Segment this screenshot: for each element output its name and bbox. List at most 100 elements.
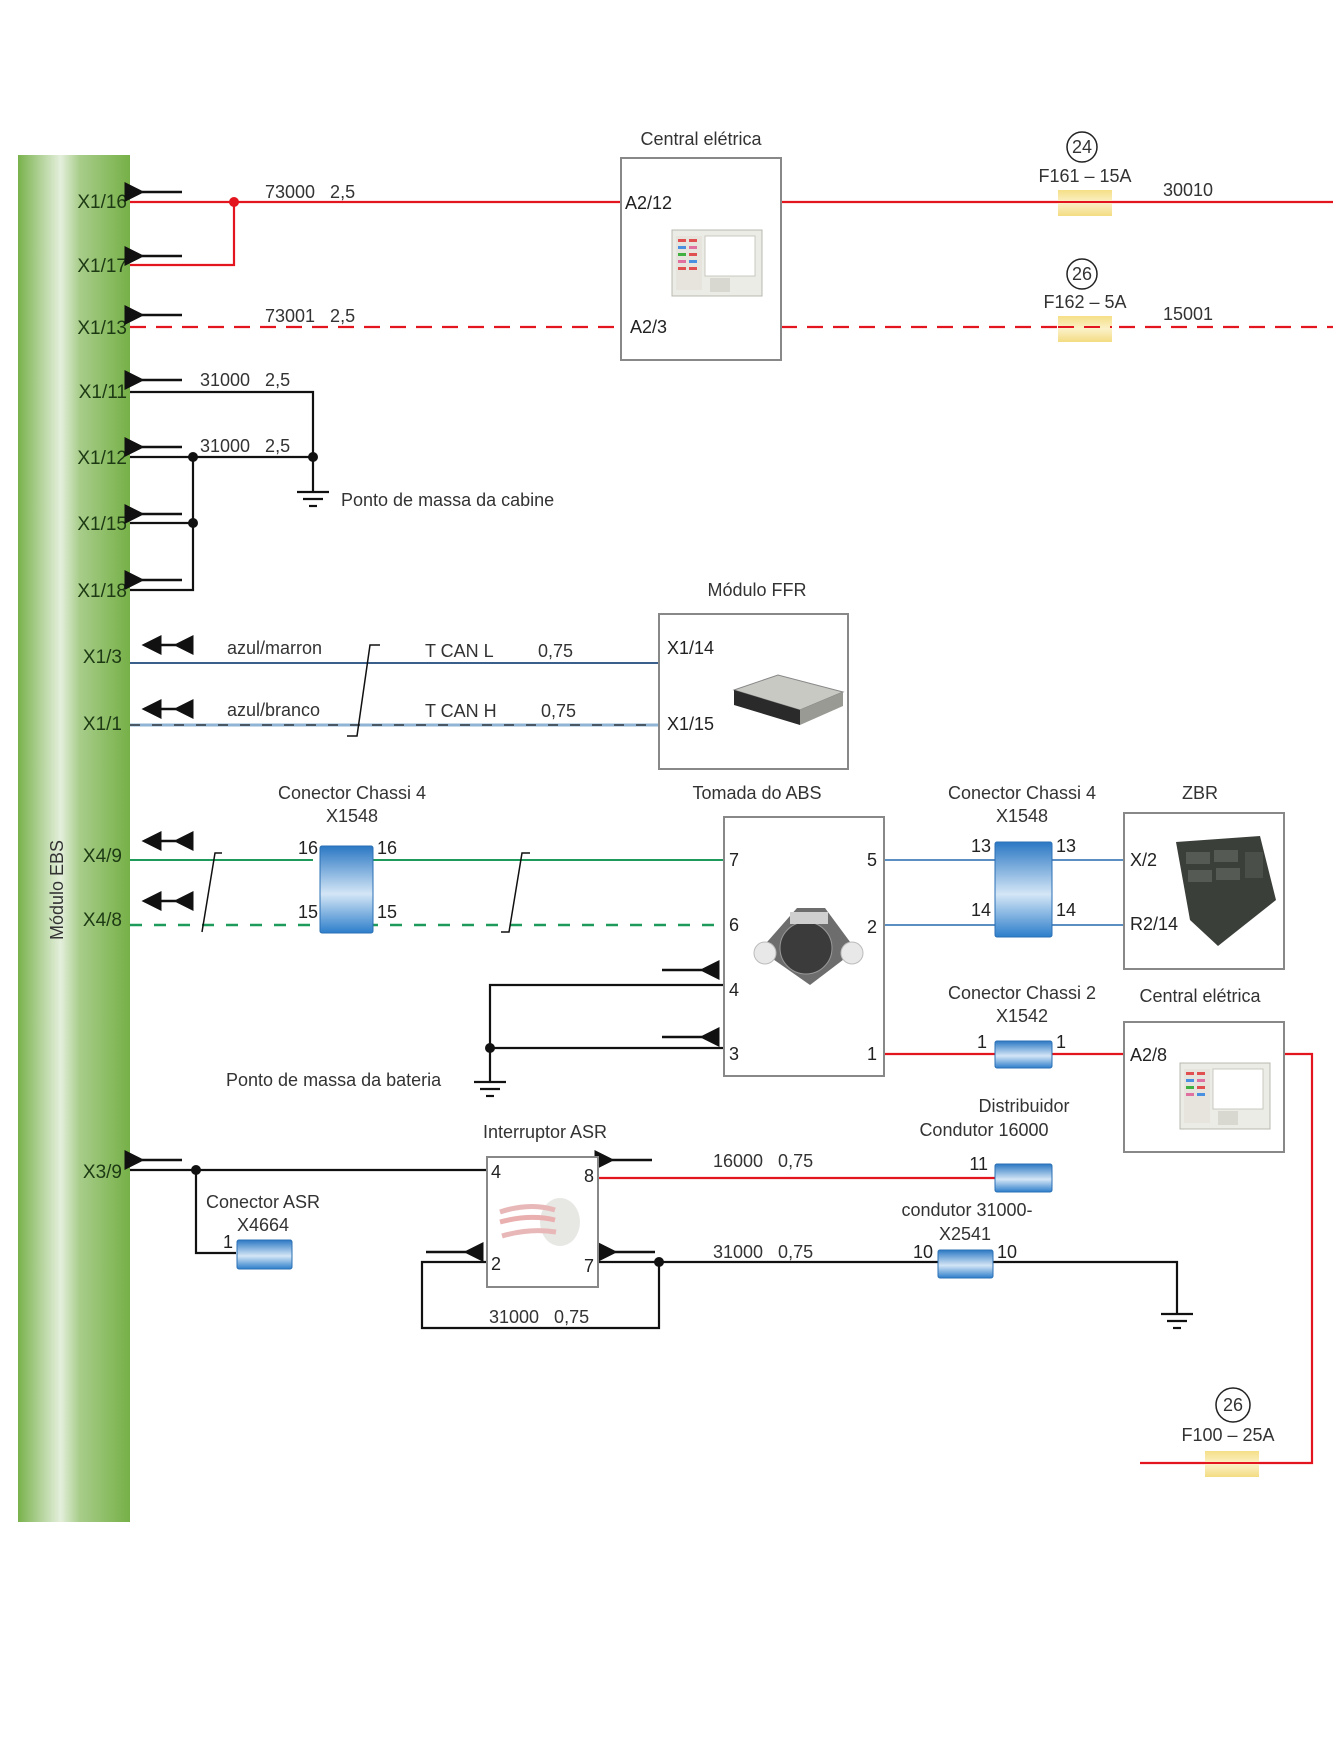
central-eletrica-title: Central elétrica	[1139, 986, 1261, 1006]
ground-label-cabine: Ponto de massa da cabine	[341, 490, 554, 510]
fuse-label: F162 – 5A	[1043, 292, 1126, 312]
junction-dots	[188, 452, 664, 1267]
wire-labels: 73000 2,5 73001 2,5 31000 2,5 31000 2,5 …	[200, 180, 1213, 1327]
fuse-f161[interactable]: 24 F161 – 15A	[1038, 131, 1132, 216]
wire-label-31000-loop: 31000 0,75	[489, 1307, 589, 1327]
wire-label-can-l: T CAN L	[425, 641, 494, 661]
connector-icon	[994, 841, 1053, 938]
pin-x1-15: X1/15	[77, 514, 127, 535]
conn-pin-in: 13	[971, 836, 991, 856]
tomada-pin-6: 6	[729, 915, 739, 935]
ground-label-bateria: Ponto de massa da bateria	[226, 1070, 442, 1090]
twisted-pair-mark	[347, 644, 380, 737]
conn-asr-code: X4664	[237, 1215, 289, 1235]
abs-socket-image-icon	[753, 908, 864, 985]
ffr-module-image-icon	[732, 674, 845, 725]
asr-switch-image-icon	[499, 1198, 580, 1246]
conn-pin: 11	[969, 1154, 988, 1174]
wire-label-azul-branco: azul/branco	[227, 700, 320, 720]
ffr-title: Módulo FFR	[707, 580, 806, 600]
fuse-label: F161 – 15A	[1038, 166, 1131, 186]
pin-a2-8: A2/8	[1130, 1045, 1167, 1065]
fuse-ref-number: 24	[1072, 137, 1092, 157]
asr-pin-7: 7	[584, 1256, 594, 1276]
conn-title: Conector Chassi 4	[278, 783, 426, 803]
wire-conn-asr	[194, 1170, 236, 1255]
wire-label-31000-c: 31000 0,75	[713, 1242, 813, 1262]
central-eletrica-bottom[interactable]: Central elétrica A2/8	[1123, 986, 1285, 1153]
wire-label-can-l-size: 0,75	[538, 641, 573, 661]
fuse-f100[interactable]: 26 F100 – 25A	[1181, 1387, 1275, 1477]
interruptor-asr[interactable]: Interruptor ASR 4 8 2 7	[483, 1122, 607, 1288]
tomada-pin-7: 7	[729, 850, 739, 870]
fuse-box-image-icon	[671, 229, 763, 297]
pin-a2-12: A2/12	[625, 193, 672, 213]
conn-pin-in: 15	[298, 902, 318, 922]
wire-x1-15-18-bus	[130, 457, 195, 592]
wire-label-can-h-size: 0,75	[541, 701, 576, 721]
conn-pin-in: 1	[977, 1032, 987, 1052]
pin-x1-14: X1/14	[667, 638, 714, 658]
power-wires	[130, 200, 1333, 1465]
conn-pin-out: 16	[377, 838, 397, 858]
zbr-title: ZBR	[1182, 783, 1218, 803]
fuse-ref-number: 26	[1072, 264, 1092, 284]
ebs-module-bar	[18, 155, 130, 1522]
zbr-module[interactable]: ZBR X/2 R2/14	[1123, 783, 1285, 970]
pin-x1-3: X1/3	[83, 647, 122, 668]
tomada-abs[interactable]: Tomada do ABS 7 6 4 3 5 2 1	[692, 783, 885, 1077]
fuse-label: F100 – 25A	[1181, 1425, 1274, 1445]
tomada-pin-4: 4	[729, 980, 739, 1000]
pin-x1-1: X1/1	[83, 714, 122, 735]
fuse-ref-number: 26	[1223, 1395, 1243, 1415]
wire-31000-loop	[420, 1260, 661, 1330]
fuse-box-image-icon	[1179, 1062, 1271, 1130]
conn-asr-title: Conector ASR	[206, 1192, 320, 1212]
fuse-f162[interactable]: 26 F162 – 5A	[1043, 258, 1127, 342]
wire-x1-17-branch	[130, 202, 236, 267]
conn-title: Conector Chassi 2	[948, 983, 1096, 1003]
pin-x1-18: X1/18	[77, 581, 127, 602]
distribuidor-16000[interactable]: Distribuidor Condutor 16000 11	[919, 1096, 1070, 1193]
asr-pin-8: 8	[584, 1166, 594, 1186]
conector-x2541[interactable]: condutor 31000- X2541 10 10	[901, 1200, 1033, 1279]
pin-x1-16: X1/16	[77, 192, 127, 213]
distribuidor-title-2: Condutor 16000	[919, 1120, 1048, 1140]
tomada-pin-2: 2	[867, 917, 877, 937]
conn-title: Conector Chassi 4	[948, 783, 1096, 803]
zbr-pin-x2: X/2	[1130, 850, 1157, 870]
zbr-pin-r2-14: R2/14	[1130, 914, 1178, 934]
conector-chassi2[interactable]: Conector Chassi 2 X1542 1 1	[948, 983, 1096, 1069]
conn-code: X1548	[996, 806, 1048, 826]
conn-pin-out: 10	[997, 1242, 1017, 1262]
distribuidor-title-1: Distribuidor	[978, 1096, 1069, 1116]
tomada-title: Tomada do ABS	[692, 783, 821, 803]
pin-a2-3: A2/3	[630, 317, 667, 337]
conn-pin-out: 13	[1056, 836, 1076, 856]
fuse-icon	[1058, 316, 1112, 342]
signal-arrows	[124, 182, 720, 1262]
modulo-ffr[interactable]: Módulo FFR X1/14 X1/15	[658, 580, 849, 770]
conn-pin-in: 14	[971, 900, 991, 920]
pin-x1-12: X1/12	[77, 448, 127, 469]
wire-label-73000: 73000 2,5	[265, 182, 355, 202]
pin-x1-13: X1/13	[77, 318, 127, 339]
conn-pin-out: 15	[377, 902, 397, 922]
conector-chassi4-right[interactable]: Conector Chassi 4 X1548 13 13 14 14	[948, 783, 1096, 938]
pin-x4-9: X4/9	[83, 846, 122, 867]
asr-pin-4: 4	[491, 1162, 501, 1182]
conn-pin-in: 16	[298, 838, 318, 858]
zbr-module-image-icon	[1176, 836, 1276, 946]
wire-x2541-ground	[992, 1260, 1179, 1314]
central-eletrica-top[interactable]: Central elétrica A2/12 A2/3	[620, 129, 782, 361]
fuse-ref-circle	[1215, 1387, 1251, 1423]
can-wires	[130, 644, 659, 737]
x2541-title-2: X2541	[939, 1224, 991, 1244]
conector-asr[interactable]: Conector ASR X4664 1	[206, 1192, 320, 1270]
asr-pin-2: 2	[491, 1254, 501, 1274]
pin-x1-11: X1/11	[79, 382, 127, 403]
conector-chassi4-left[interactable]: Conector Chassi 4 X1548 16 16 15 15	[278, 783, 426, 934]
connector-icon	[937, 1249, 994, 1279]
ebs-module-label: Módulo EBS	[47, 840, 67, 940]
